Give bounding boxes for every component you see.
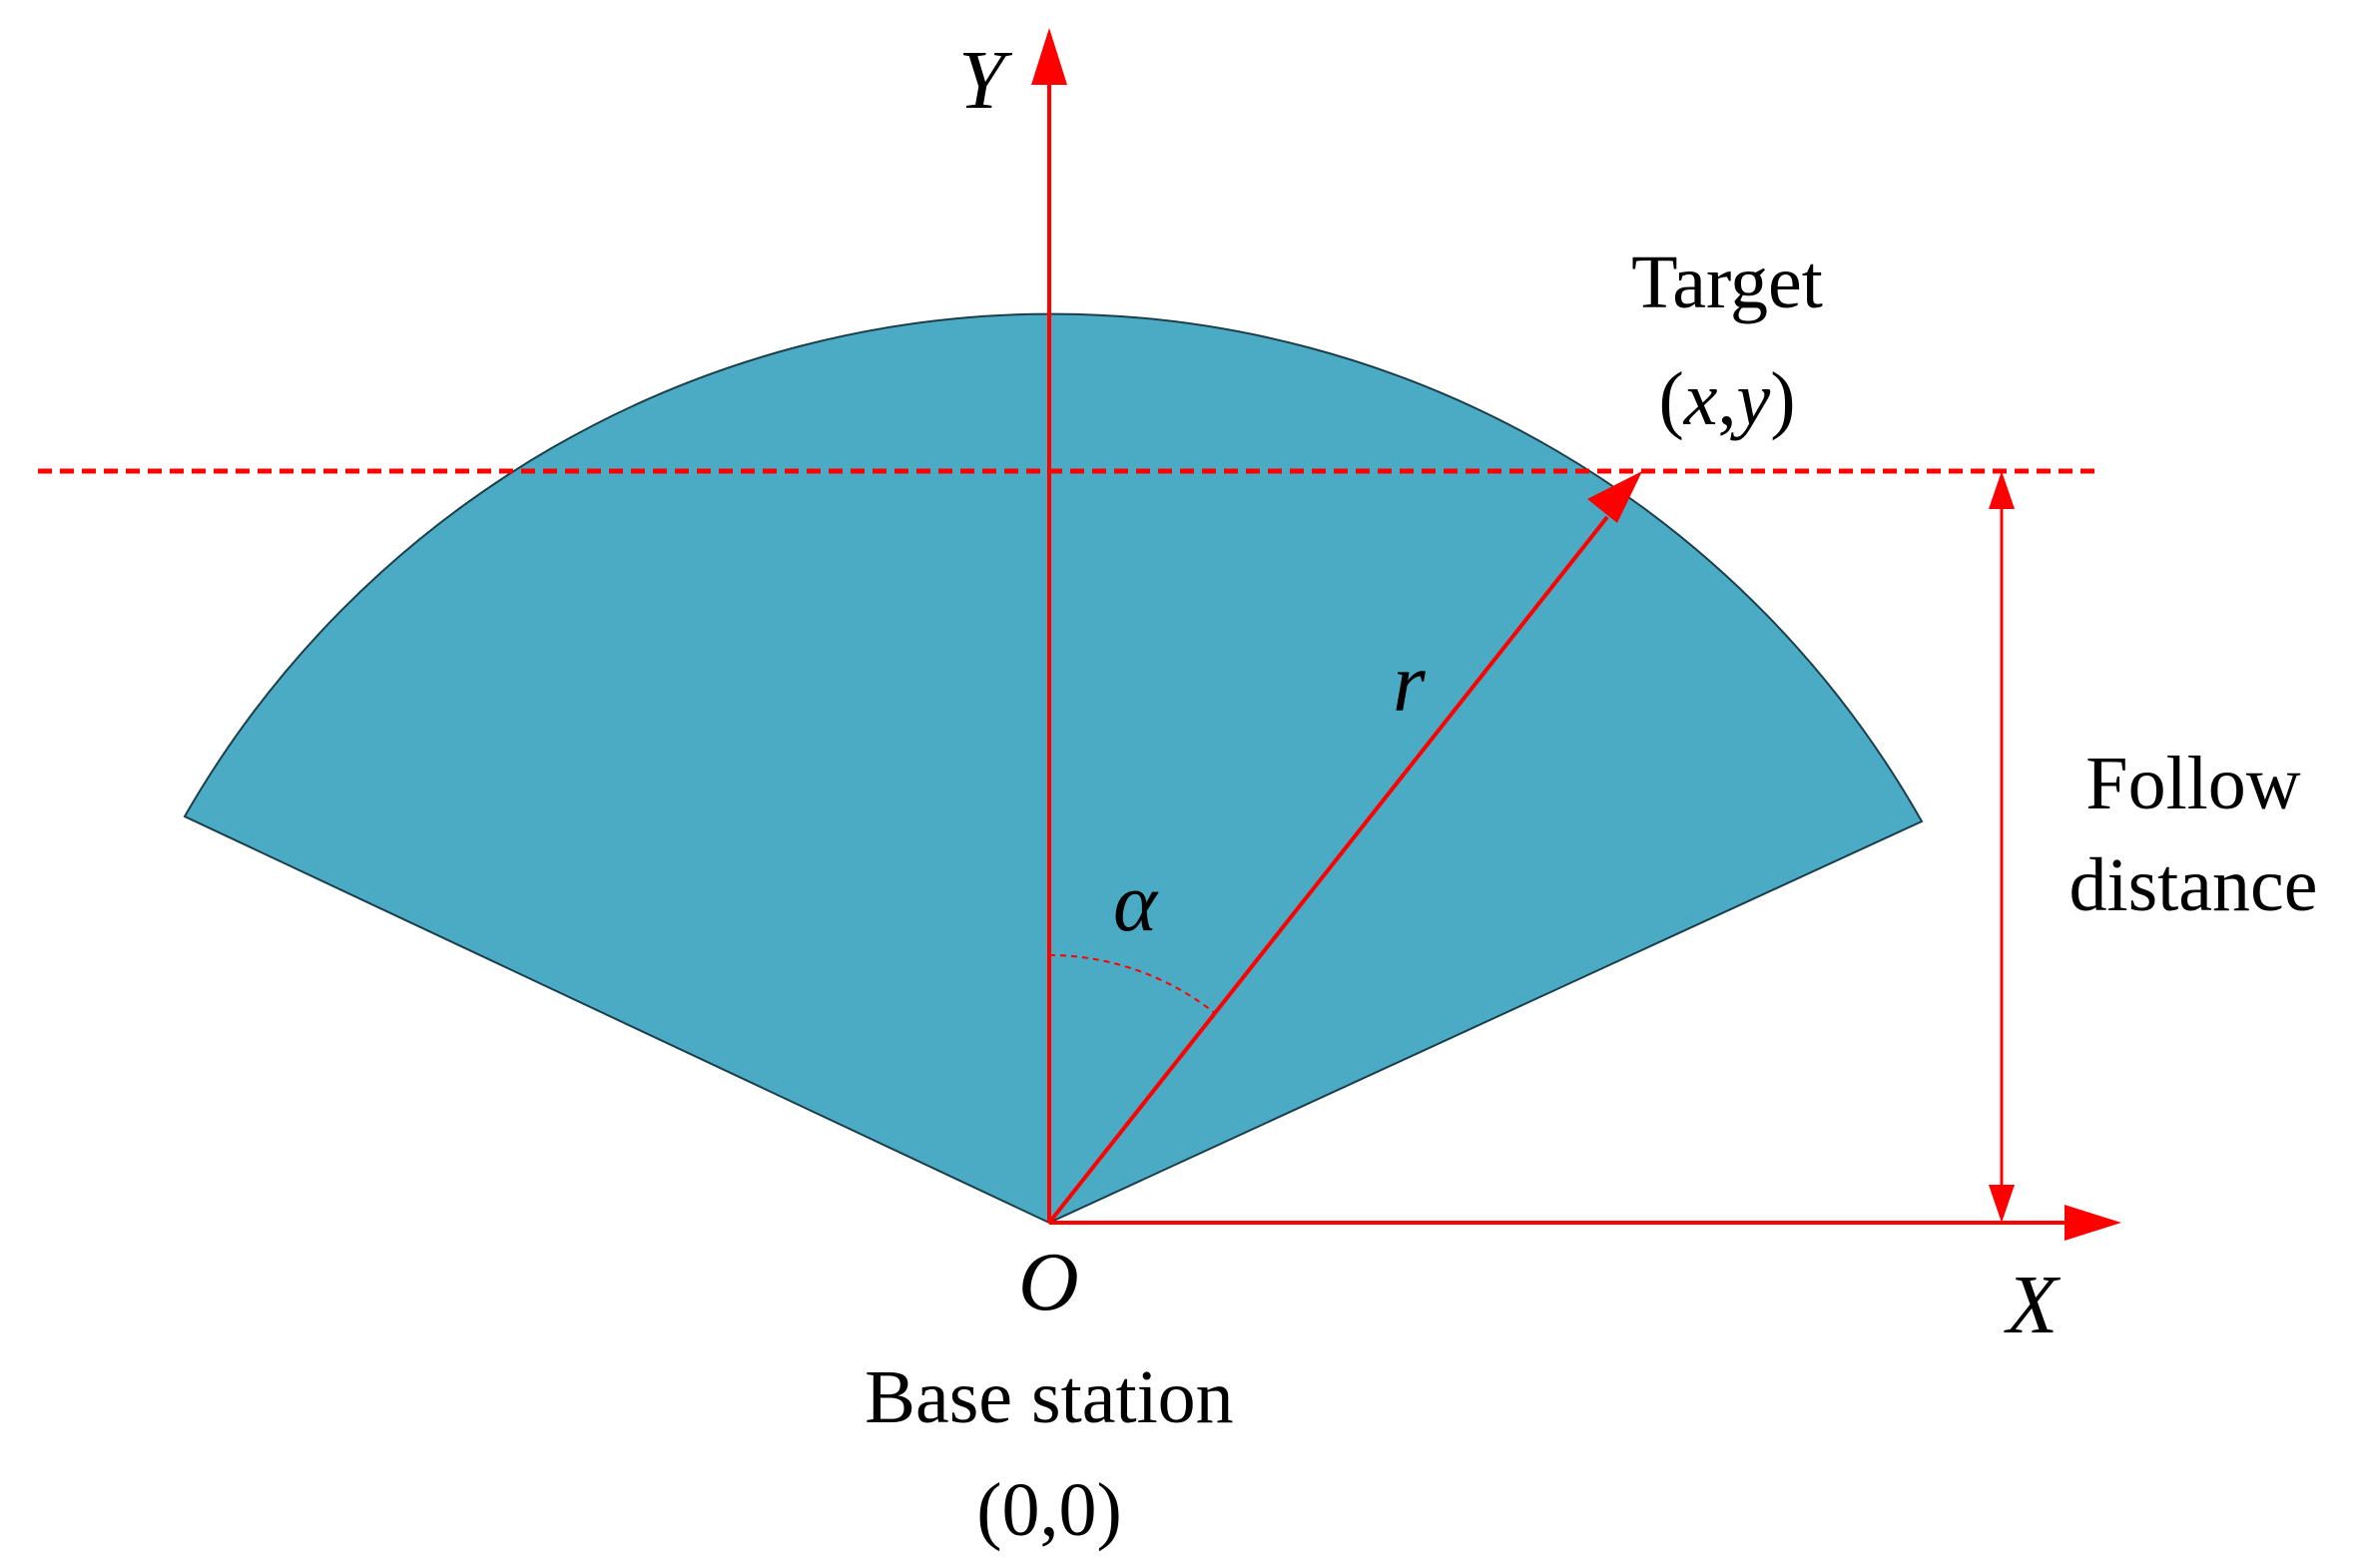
- target-coord-close: ): [1770, 357, 1795, 441]
- radius-vector-arrowhead: [1587, 471, 1642, 523]
- coverage-sector: [183, 312, 1924, 1225]
- target-coord-y: y: [1730, 357, 1771, 441]
- target-coord-x: x: [1683, 357, 1718, 441]
- follow-distance-label-line2: distance: [2069, 843, 2317, 927]
- target-coord-sep: ,: [1718, 357, 1737, 441]
- base-station-label: Base station: [865, 1355, 1233, 1439]
- angle-label: α: [1113, 856, 1159, 949]
- target-coord-open: (: [1658, 357, 1683, 441]
- x-axis-arrowhead: [2065, 1205, 2121, 1241]
- follow-distance-bottom-arrowhead: [1989, 1185, 2015, 1223]
- radius-vector-line: [1047, 515, 1609, 1225]
- target-coordinates: (x,y): [1658, 357, 1795, 441]
- x-axis-label: X: [2004, 1259, 2062, 1351]
- follow-distance-top-arrowhead: [1989, 471, 2015, 509]
- origin-label: O: [1018, 1236, 1079, 1328]
- angle-arc: [1048, 954, 1217, 1015]
- follow-distance-label-line1: Follow: [2085, 742, 2300, 825]
- base-station-coordinates: (0,0): [976, 1468, 1122, 1552]
- radius-label: r: [1393, 637, 1426, 730]
- y-axis-label: Y: [958, 34, 1013, 127]
- target-title: Target: [1631, 241, 1823, 324]
- y-axis-arrowhead: [1031, 28, 1067, 85]
